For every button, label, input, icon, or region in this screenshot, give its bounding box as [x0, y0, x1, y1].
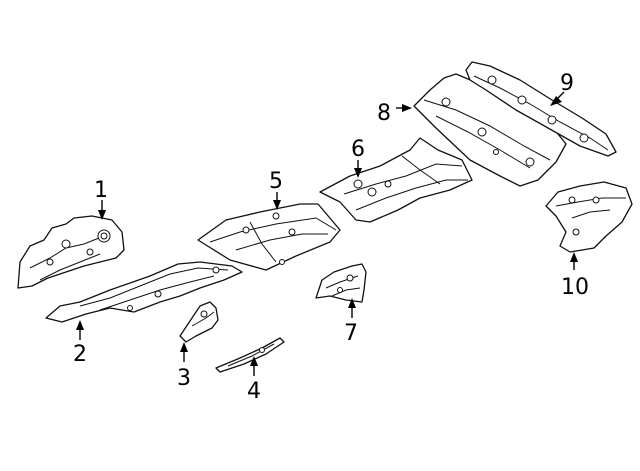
part-9-rear-strip-shield — [465, 61, 617, 157]
callout-5: 5 — [269, 169, 283, 210]
callout-label-10: 10 — [561, 275, 589, 300]
callout-label-2: 2 — [73, 342, 87, 367]
part-5-center-shield — [197, 203, 341, 271]
callout-1: 1 — [94, 178, 108, 220]
callout-label-9: 9 — [560, 71, 574, 96]
callout-10: 10 — [561, 252, 589, 300]
part-1-heat-shield — [17, 215, 125, 289]
part-8-rear-shield — [413, 73, 567, 187]
callout-label-3: 3 — [177, 366, 191, 391]
part-7-bracket — [315, 263, 367, 303]
part-2-tunnel-shield — [45, 261, 243, 323]
callout-8: 8 — [377, 101, 412, 126]
part-10-rear-right-shield — [545, 181, 633, 253]
part-6-tunnel-shield — [319, 137, 473, 223]
callout-2: 2 — [73, 320, 87, 367]
callout-label-6: 6 — [351, 137, 365, 162]
callout-7: 7 — [344, 298, 358, 346]
callout-label-4: 4 — [247, 379, 261, 404]
callout-label-7: 7 — [344, 321, 358, 346]
callout-label-1: 1 — [94, 178, 108, 203]
callout-3: 3 — [177, 342, 191, 391]
callout-label-5: 5 — [269, 169, 283, 194]
part-4-strip-bracket — [215, 337, 285, 373]
callout-4: 4 — [247, 356, 261, 404]
part-3-bracket — [179, 301, 219, 343]
callout-label-8: 8 — [377, 101, 391, 126]
callout-9: 9 — [550, 71, 574, 106]
callout-6: 6 — [351, 137, 365, 178]
